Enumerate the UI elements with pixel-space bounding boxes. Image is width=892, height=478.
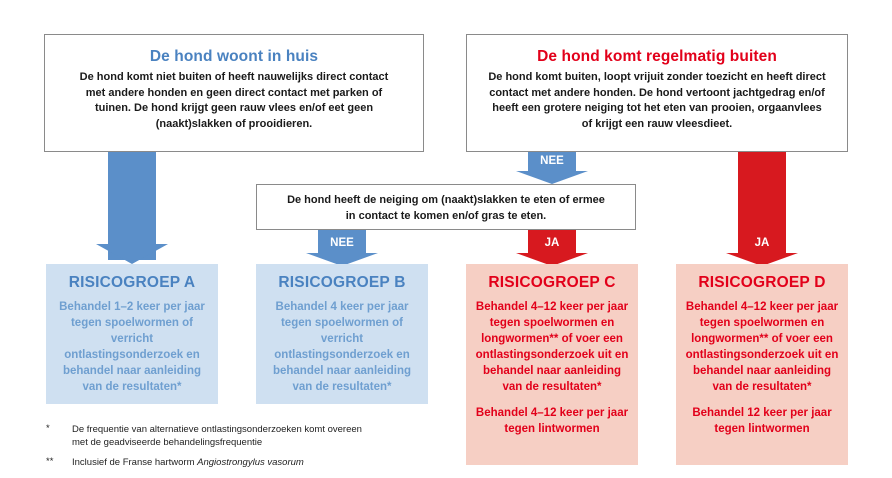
label-right-yes: JA	[754, 237, 770, 249]
risk-group-b-text: Behandel 4 keer per jaar tegen spoelworm…	[272, 301, 412, 393]
slugs-question: De hond heeft de neiging om (naakt)slakk…	[287, 194, 605, 222]
risk-group-c-text: Behandel 4–12 keer per jaar tegen spoelw…	[475, 301, 629, 393]
footnote-2-text-regular: Inclusief de Franse hartworm	[72, 457, 198, 468]
column-middle-yes	[528, 230, 576, 256]
condition-box-outdoor: De hond komt regelmatig buiten De hond k…	[466, 34, 848, 152]
risk-group-c-title: RISICOGROEP C	[488, 274, 616, 291]
risk-group-b-title: RISICOGROEP B	[278, 274, 406, 291]
outdoor-description: De hond komt buiten, loopt vrijuit zonde…	[488, 71, 826, 130]
indoor-description: De hond komt niet buiten of heeft nauwel…	[79, 71, 389, 130]
footnote-2: ** Inclusief de Franse hartworm Angiostr…	[46, 456, 446, 470]
risk-group-b: RISICOGROEP B Behandel 4 keer per jaar t…	[256, 264, 428, 404]
condition-box-slugs: De hond heeft de neiging om (naakt)slakk…	[256, 184, 636, 230]
arrow-to-group-d	[726, 253, 798, 267]
risk-group-c-tapeworm: Behandel 4–12 keer per jaar tegen lintwo…	[475, 407, 629, 435]
arrow-middle-yes	[516, 253, 588, 267]
footnote-1-text: De frequentie van alternatieve ontlastin…	[72, 424, 362, 448]
column-middle-no	[318, 230, 366, 256]
footnote-1: * De frequentie van alternatieve ontlast…	[46, 423, 446, 453]
risk-group-d-text: Behandel 4–12 keer per jaar tegen spoelw…	[685, 301, 839, 393]
risk-group-a-text: Behandel 1–2 keer per jaar tegen spoelwo…	[59, 301, 205, 393]
footnote-2-mark: **	[46, 456, 54, 467]
arrow-to-group-a	[96, 244, 168, 266]
indoor-title: De hond woont in huis	[149, 48, 319, 65]
footnote-2-text: Inclusief de Franse hartworm Angiostrong…	[72, 456, 304, 469]
arrow-right-no	[516, 171, 588, 185]
footnote-1-mark: *	[46, 423, 50, 434]
arrow-middle-no	[306, 253, 378, 267]
column-right-no	[528, 150, 576, 174]
column-to-group-d	[738, 150, 786, 256]
outdoor-title: De hond komt regelmatig buiten	[537, 48, 777, 65]
risk-group-d: RISICOGROEP D Behandel 4–12 keer per jaa…	[676, 264, 848, 465]
footnote-2-species: Angiostrongylus vasorum	[197, 457, 304, 468]
label-middle-no: NEE	[330, 237, 354, 249]
label-right-no: NEE	[540, 155, 564, 167]
risk-group-a: RISICOGROEP A Behandel 1–2 keer per jaar…	[46, 264, 218, 404]
risk-group-c: RISICOGROEP C Behandel 4–12 keer per jaa…	[466, 264, 638, 465]
condition-box-indoor: De hond woont in huis De hond komt niet …	[44, 34, 424, 152]
risk-group-d-title: RISICOGROEP D	[698, 274, 826, 291]
risk-group-a-title: RISICOGROEP A	[68, 274, 196, 291]
label-middle-yes: JA	[544, 237, 560, 249]
risk-group-d-tapeworm: Behandel 12 keer per jaar tegen lintworm…	[692, 407, 832, 435]
column-to-group-a	[108, 150, 156, 260]
